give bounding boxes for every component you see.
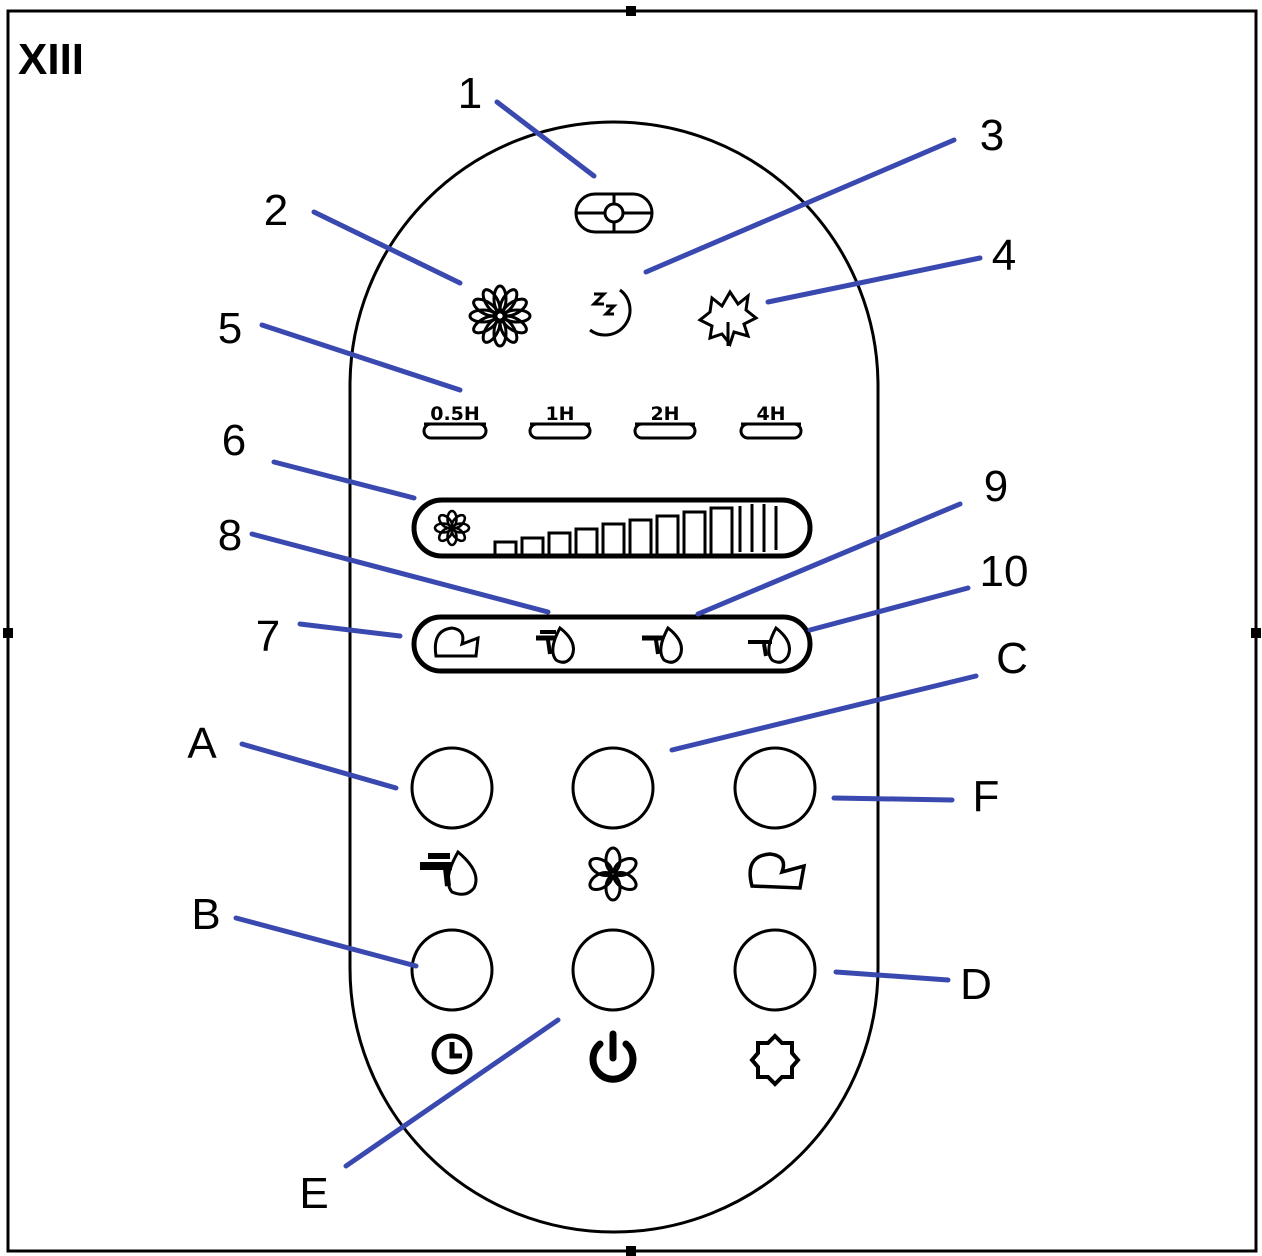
- leader-line-d: [833, 969, 951, 983]
- callout-10: 10: [980, 547, 1029, 596]
- callout-f: F: [973, 772, 1000, 821]
- callout-8: 8: [218, 511, 242, 560]
- leader-line-3: [643, 137, 957, 275]
- callout-labels: 1 2 3 4 5 6 8 9 7 10 C A F B D E: [187, 69, 1028, 1218]
- swing-icon: [433, 626, 480, 658]
- clock-icon: [431, 1033, 473, 1075]
- fan-speed-steps: [493, 504, 778, 554]
- callout-c: C: [996, 634, 1028, 683]
- timer-button[interactable]: [410, 928, 494, 1012]
- callout-3: 3: [980, 111, 1004, 160]
- leader-line-8: [249, 531, 551, 615]
- frame-handle-top: [626, 6, 636, 16]
- timer-option-2h: 2H: [633, 403, 697, 440]
- leader-line-b: [233, 915, 419, 969]
- leader-line-4: [765, 255, 983, 305]
- frame-handle-right: [1251, 628, 1261, 638]
- callout-b: B: [191, 890, 220, 939]
- frame-handle-left: [3, 628, 13, 638]
- callout-a: A: [187, 719, 217, 768]
- leader-line-e: [343, 1017, 561, 1169]
- callout-5: 5: [218, 304, 242, 353]
- callout-e: E: [299, 1169, 328, 1218]
- heat-button[interactable]: [410, 746, 494, 830]
- leader-lines: [233, 99, 983, 1169]
- leader-line-5: [259, 322, 463, 393]
- leader-line-7: [297, 621, 403, 639]
- timer-option-label: 0.5H: [430, 403, 480, 425]
- timer-option-label: 1H: [545, 403, 574, 425]
- mode-button[interactable]: [733, 928, 817, 1012]
- swing-button[interactable]: [733, 746, 817, 830]
- heat-button-icon: [420, 849, 478, 896]
- callout-d: D: [960, 960, 992, 1009]
- fan-mode-icon: [468, 284, 532, 348]
- timer-option-0-5h: 0.5H: [422, 403, 488, 440]
- frame-handle-bottom: [626, 1246, 636, 1256]
- timer-option-1h: 1H: [528, 403, 592, 440]
- mode-indicator-bar: [411, 614, 813, 674]
- leader-line-a: [239, 741, 399, 791]
- callout-2: 2: [264, 186, 288, 235]
- callout-9: 9: [984, 462, 1008, 511]
- fan-button[interactable]: [571, 746, 655, 830]
- callout-7: 7: [256, 612, 280, 661]
- timer-option-4h: 4H: [739, 403, 803, 440]
- fan-button-icon: [588, 846, 638, 902]
- heat-medium-icon: [642, 625, 683, 664]
- panel-outline: [348, 120, 880, 1234]
- callout-1: 1: [458, 69, 482, 118]
- sleep-mode-icon: [589, 288, 632, 337]
- figure-label: XIII: [18, 35, 84, 84]
- callout-4: 4: [992, 231, 1016, 280]
- callout-6: 6: [222, 416, 246, 465]
- leader-line-c: [669, 673, 979, 753]
- timer-indicator-row: 0.5H 1H 2H 4H: [422, 403, 803, 440]
- leader-line-9: [695, 501, 963, 617]
- leader-line-f: [831, 795, 955, 803]
- fan-speed-icon: [433, 509, 471, 547]
- leader-line-1: [494, 99, 597, 179]
- timer-option-label: 2H: [650, 403, 679, 425]
- leader-line-6: [271, 459, 417, 501]
- leader-line-10: [807, 585, 971, 633]
- mode-icon: [749, 1033, 801, 1087]
- power-button[interactable]: [571, 928, 655, 1012]
- heat-low-icon: [748, 625, 791, 664]
- swing-button-icon: [748, 852, 807, 890]
- natural-wind-icon: [697, 289, 759, 348]
- power-icon: [589, 1030, 637, 1083]
- timer-option-label: 4H: [756, 403, 785, 425]
- oscillation-indicator-icon: [574, 192, 654, 234]
- heat-high-icon: [536, 625, 575, 664]
- fan-speed-level-bar: [411, 497, 813, 559]
- leader-line-2: [311, 209, 463, 286]
